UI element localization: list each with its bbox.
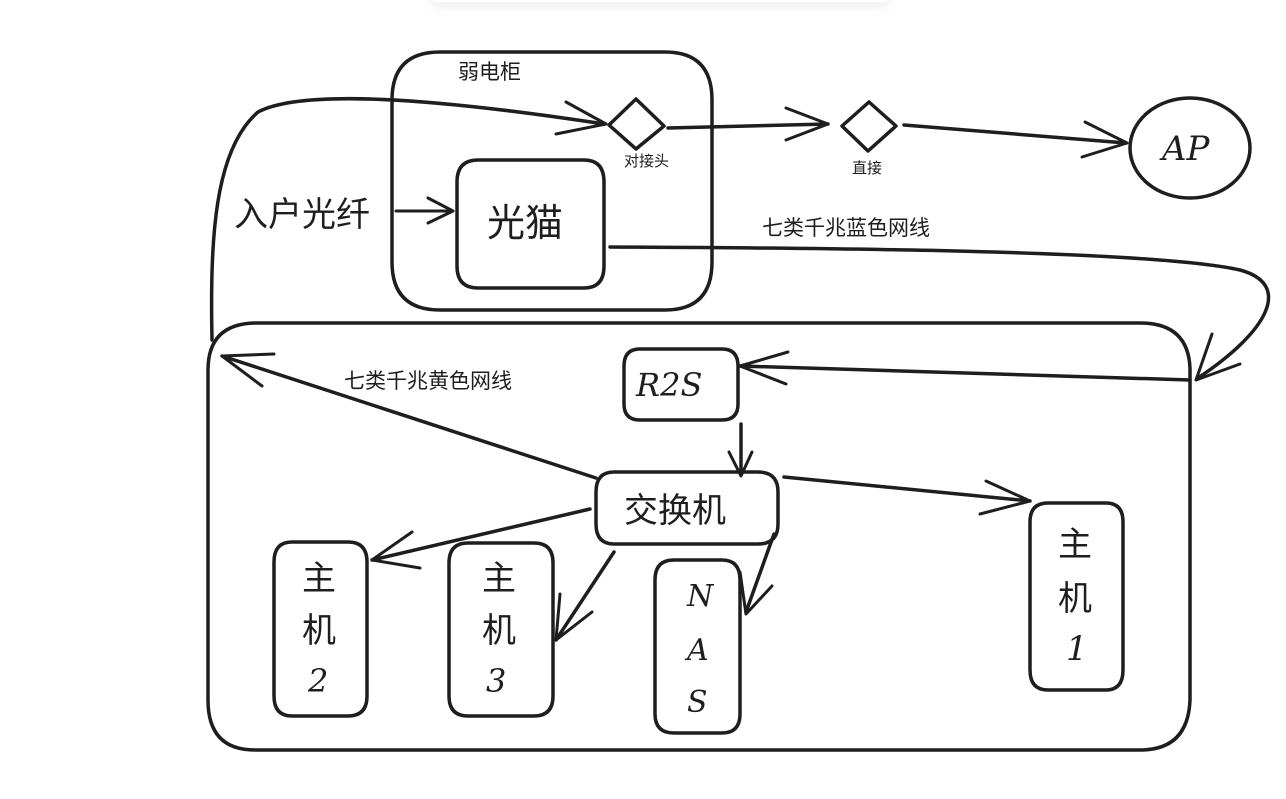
blue-cable-label: 七类千兆蓝色网线 <box>762 216 930 240</box>
switch-to-host3-arrow <box>554 550 616 642</box>
connector-to-direct-arrow <box>666 106 830 142</box>
nas-char-3: S <box>687 685 708 720</box>
room-container[interactable] <box>206 321 1192 752</box>
direct-to-ap-arrow <box>902 120 1129 159</box>
ap-label: AP <box>1159 129 1211 169</box>
blue-cable-arrow <box>608 245 1271 382</box>
host2-char-1: 主 <box>302 559 336 599</box>
host1-char-1: 主 <box>1058 525 1092 565</box>
switch-label: 交换机 <box>624 491 726 531</box>
host2-char-3: 2 <box>307 662 328 700</box>
to-router-arrow <box>738 350 1192 386</box>
host1-node[interactable]: 主 机 1 <box>1028 501 1125 692</box>
nas-char-1: N <box>686 579 715 614</box>
yellow-cable-loop-arrow <box>209 96 608 342</box>
cabinet-label: 弱电柜 <box>458 60 521 84</box>
host3-node[interactable]: 主 机 3 <box>447 541 555 718</box>
router-box[interactable] <box>622 347 740 422</box>
switch-to-nas-arrow <box>738 532 776 616</box>
router-label: R2S <box>635 366 702 404</box>
modem-label: 光猫 <box>487 201 563 245</box>
switch-to-room-arrow <box>220 352 598 480</box>
host3-char-2: 机 <box>482 611 516 651</box>
connector-label: 对接头 <box>624 152 669 170</box>
host1-char-3: 1 <box>1066 629 1088 669</box>
switch-to-host2-arrow <box>370 507 592 570</box>
direct-label: 直接 <box>852 159 882 177</box>
host2-char-2: 机 <box>302 611 336 651</box>
ap-circle[interactable] <box>1128 96 1252 200</box>
fiber-to-modem-arrow <box>394 196 455 225</box>
switch-to-host1-arrow <box>782 475 1032 516</box>
top-toolbar-shadow <box>430 0 890 2</box>
yellow-cable-label: 七类千兆黄色网线 <box>344 369 512 393</box>
router-to-switch-arrow <box>727 422 754 478</box>
nas-char-2: A <box>684 633 709 668</box>
fiber-in-label: 入户光纤 <box>234 195 370 235</box>
cabinet-box[interactable] <box>390 50 714 312</box>
connector-diamond[interactable] <box>607 97 666 151</box>
host2-node[interactable]: 主 机 2 <box>272 540 369 718</box>
host3-char-3: 3 <box>486 662 506 700</box>
modem-box[interactable] <box>455 158 606 290</box>
host3-char-1: 主 <box>482 559 516 599</box>
direct-diamond[interactable] <box>840 100 898 153</box>
switch-box[interactable] <box>594 470 780 546</box>
nas-node[interactable]: N A S <box>653 558 742 735</box>
host1-char-2: 机 <box>1058 579 1092 619</box>
